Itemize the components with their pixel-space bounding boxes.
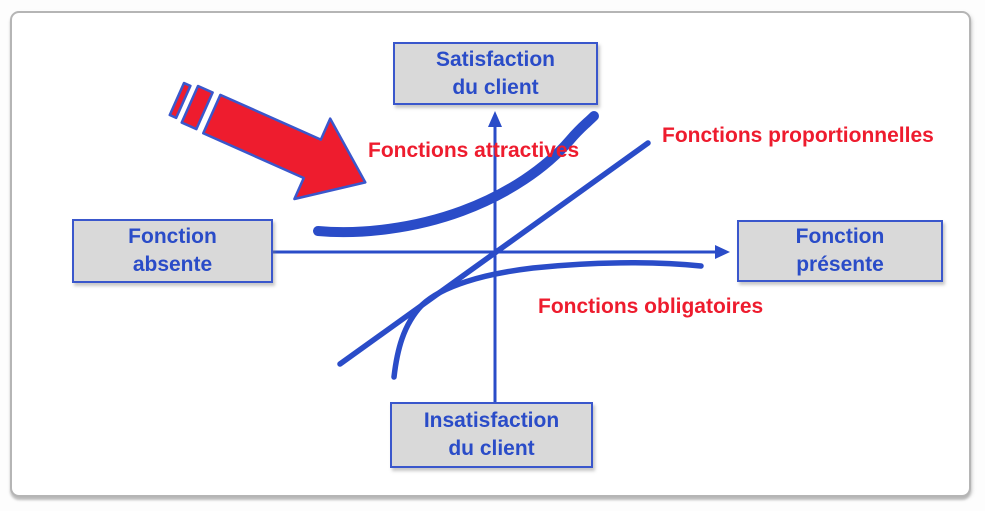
attractive-functions-curve — [313, 111, 599, 238]
node-fonction-presente: Fonction présente — [737, 220, 943, 282]
label-fonctions-proportionnelles: Fonctions proportionnelles — [662, 124, 934, 147]
label-fonctions-obligatoires: Fonctions obligatoires — [538, 295, 764, 318]
proportional-functions-line — [337, 140, 651, 367]
node-insatisfaction: Insatisfaction du client — [390, 402, 593, 468]
vertical-axis-arrowhead-icon — [488, 111, 502, 127]
horizontal-axis-arrowhead-icon — [715, 245, 730, 259]
arrow-body — [202, 93, 367, 201]
arrow-stripe-2 — [180, 84, 214, 131]
node-satisfaction: Satisfaction du client — [393, 42, 598, 105]
arrow-stripe-1 — [168, 81, 192, 120]
label-fonctions-attractives: Fonctions attractives — [368, 139, 580, 162]
obligatory-functions-curve — [391, 260, 704, 380]
emphasis-arrow-icon — [168, 81, 367, 201]
node-fonction-absente: Fonction absente — [72, 219, 273, 283]
